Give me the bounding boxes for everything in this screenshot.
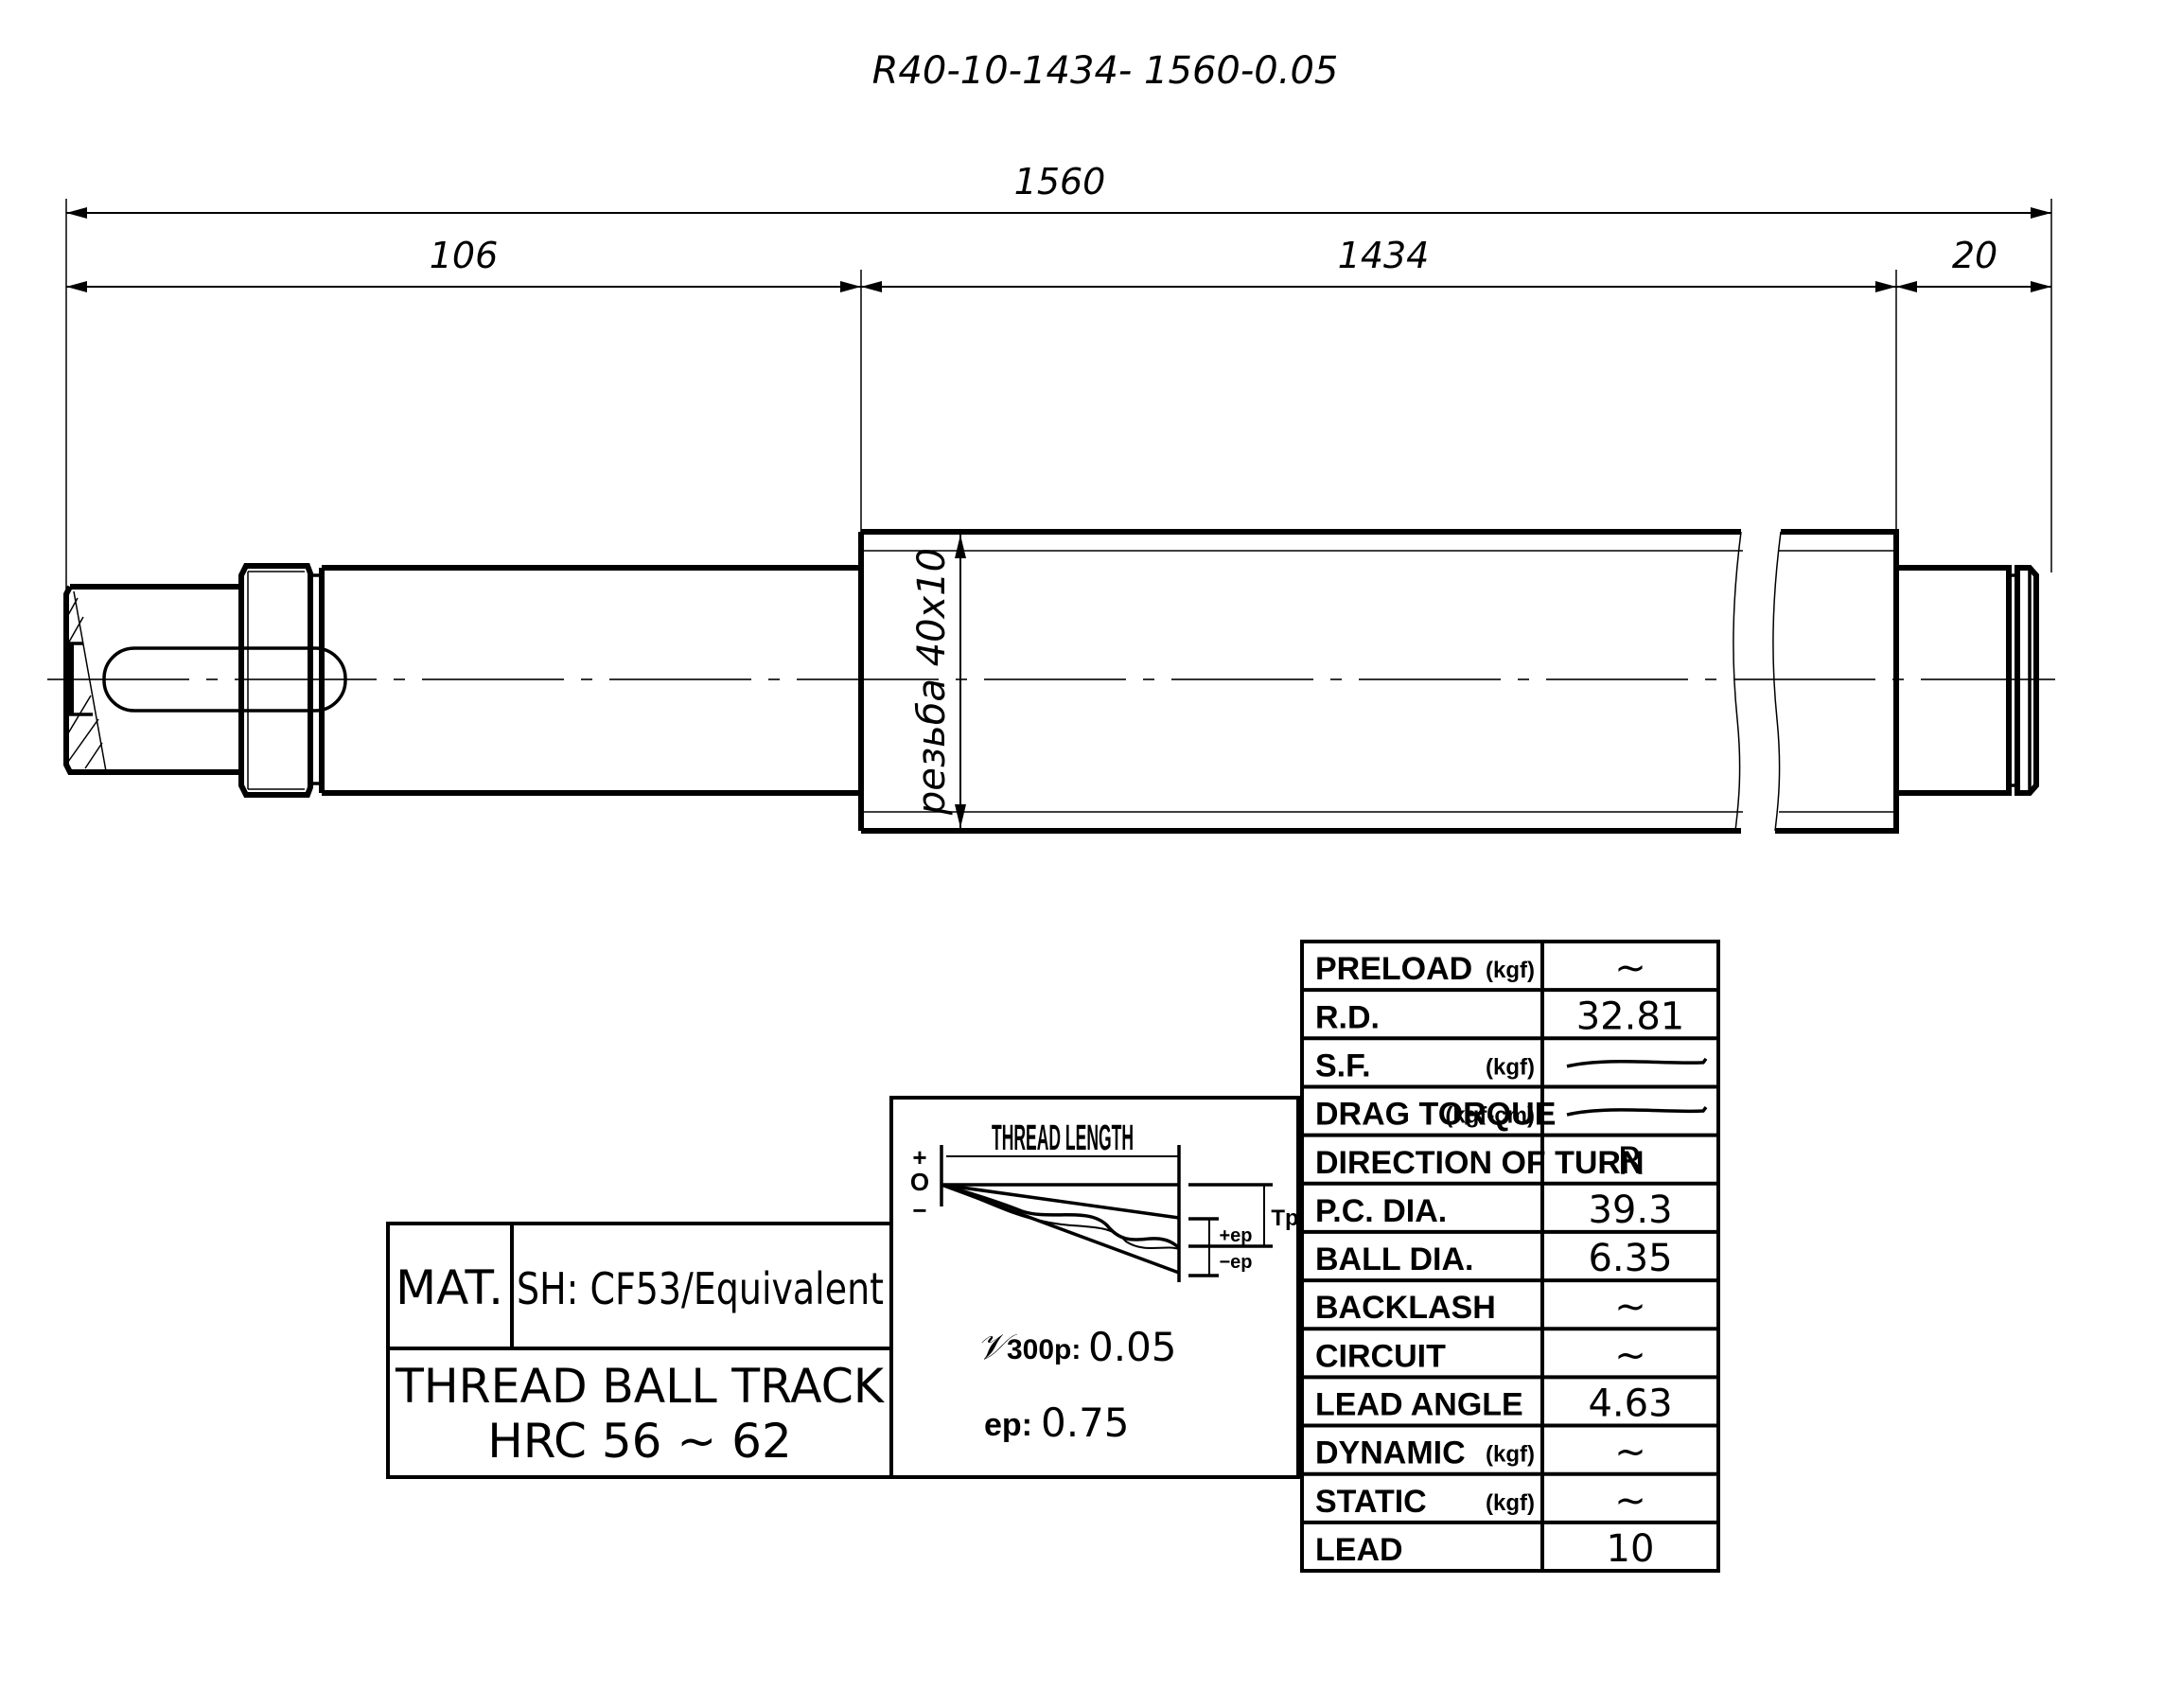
table-row: LEAD 10 bbox=[1315, 1527, 1654, 1571]
break-line-right bbox=[1772, 531, 1782, 832]
arrowhead-icon bbox=[840, 281, 861, 292]
ep-label: ep: bbox=[984, 1407, 1032, 1443]
bearing-journal bbox=[319, 565, 861, 796]
spec-label: LEAD ANGLE bbox=[1315, 1387, 1523, 1423]
dimension-right-label: 20 bbox=[1952, 235, 1997, 276]
dimension-lines: 1560 106 1434 20 bbox=[65, 161, 2052, 606]
tp-label: Tp bbox=[1271, 1206, 1298, 1231]
thread-length-title: THREAD LENGTH bbox=[992, 1118, 1134, 1158]
table-row: LEAD ANGLE 4.63 bbox=[1315, 1382, 1673, 1426]
spec-label: P.C. DIA. bbox=[1315, 1193, 1447, 1229]
spec-value: R bbox=[1617, 1140, 1644, 1184]
table-row: BACKLASH ~ bbox=[1315, 1285, 1646, 1329]
lead-tolerance-block: THREAD LENGTH + O − Tp +ep −ep 𝒱 300p: 0… bbox=[889, 1096, 1300, 1479]
spec-value: 6.35 bbox=[1588, 1237, 1672, 1280]
spec-value: 10 bbox=[1607, 1527, 1655, 1571]
spec-label: DYNAMIC bbox=[1315, 1435, 1466, 1471]
spec-table: PRELOAD (kgf) ~ R.D. 32.81S.F. (kgf) DRAG TORQ… bbox=[1300, 940, 1720, 1573]
zero-sign: O bbox=[910, 1168, 929, 1196]
spec-label: LEAD bbox=[1315, 1532, 1403, 1568]
thread-section-right bbox=[1775, 529, 1899, 834]
section-break-line bbox=[73, 590, 107, 772]
actual-lead-curve bbox=[941, 1183, 1180, 1249]
center-hole bbox=[66, 643, 74, 715]
spec-label: PRELOAD bbox=[1315, 951, 1472, 987]
spec-unit: (kgf) bbox=[1486, 1490, 1535, 1516]
spec-label: R.D. bbox=[1315, 999, 1380, 1035]
minus-ep-label: −ep bbox=[1219, 1252, 1252, 1273]
spec-value: 39.3 bbox=[1588, 1189, 1672, 1232]
spec-value: ~ bbox=[1614, 1431, 1646, 1474]
spec-label: DRAG TORQUE bbox=[1315, 1097, 1556, 1133]
ep-value: 0.75 bbox=[1041, 1400, 1130, 1446]
table-row: P.C. DIA. 39.3 bbox=[1315, 1189, 1673, 1232]
ball-screw-shaft: резьба 40x10 bbox=[47, 529, 2055, 834]
arrowhead-icon bbox=[2031, 207, 2051, 219]
table-row: DYNAMIC (kgf) ~ bbox=[1315, 1431, 1646, 1474]
dimension-left-label: 106 bbox=[430, 235, 499, 276]
table-row: BALL DIA. 6.35 bbox=[1315, 1237, 1673, 1280]
spec-value: ~ bbox=[1614, 1333, 1646, 1377]
spec-unit: (kgf-cm) bbox=[1445, 1103, 1535, 1129]
locknut-thread-section bbox=[238, 563, 313, 798]
spec-unit: (kgf) bbox=[1486, 1054, 1535, 1080]
arrowhead-icon bbox=[1875, 281, 1896, 292]
not-applicable-dash bbox=[1566, 1057, 1708, 1068]
table-row: R.D. 32.81 bbox=[1315, 995, 1684, 1038]
plus-sign: + bbox=[912, 1143, 926, 1171]
spec-label: BALL DIA. bbox=[1315, 1241, 1473, 1277]
spec-label: S.F. bbox=[1315, 1048, 1371, 1083]
table-row: CIRCUIT ~ bbox=[1315, 1333, 1646, 1377]
table-row: DRAG TORQUE(kgf-cm) bbox=[1315, 1097, 1708, 1133]
table-row: PRELOAD (kgf) ~ bbox=[1315, 946, 1646, 990]
hardness-line-2: HRC 56 ~ 62 bbox=[487, 1414, 792, 1469]
spec-value: ~ bbox=[1614, 1479, 1646, 1523]
arrowhead-icon bbox=[1896, 281, 1917, 292]
arrowhead-icon bbox=[66, 281, 87, 292]
dimension-thread-label: 1434 bbox=[1338, 235, 1430, 276]
material-value: SH: CF53/Equivalent bbox=[517, 1263, 884, 1314]
not-applicable-dash bbox=[1566, 1105, 1708, 1117]
spec-unit: (kgf) bbox=[1486, 958, 1535, 983]
plus-ep-label: +ep bbox=[1219, 1225, 1252, 1246]
arrowhead-icon bbox=[2031, 281, 2051, 292]
drawing-title: R40-10-1434- 1560-0.05 bbox=[872, 49, 1339, 93]
spec-unit: (kgf) bbox=[1486, 1442, 1535, 1468]
spec-value: 32.81 bbox=[1576, 995, 1685, 1038]
break-line-left bbox=[1733, 531, 1742, 832]
material-block: MAT. SH: CF53/Equivalent THREAD BALL TRA… bbox=[386, 1222, 893, 1479]
arrowhead-icon bbox=[861, 281, 882, 292]
table-row: STATIC (kgf) ~ bbox=[1315, 1479, 1646, 1523]
keyway-slot bbox=[102, 646, 347, 713]
spec-label: CIRCUIT bbox=[1315, 1338, 1446, 1374]
spec-label: BACKLASH bbox=[1315, 1290, 1496, 1326]
dimension-overall-label: 1560 bbox=[1014, 161, 1106, 202]
arrowhead-icon bbox=[955, 535, 966, 558]
spec-value: ~ bbox=[1614, 946, 1646, 990]
v300p-label: 300p: bbox=[1007, 1334, 1081, 1365]
hardness-line-1: THREAD BALL TRACK bbox=[395, 1359, 885, 1414]
spec-label: STATIC bbox=[1315, 1484, 1427, 1520]
arrowhead-icon bbox=[955, 804, 966, 828]
thread-note: резьба 40x10 bbox=[910, 548, 954, 816]
spec-value: 4.63 bbox=[1588, 1382, 1672, 1426]
minus-sign: − bbox=[912, 1196, 926, 1224]
arrowhead-icon bbox=[66, 207, 87, 219]
spec-label: DIRECTION OF TURN bbox=[1315, 1145, 1645, 1181]
v300p-value: 0.05 bbox=[1088, 1324, 1177, 1370]
material-label: MAT. bbox=[396, 1260, 503, 1315]
left-journal bbox=[63, 584, 240, 775]
table-row: S.F. (kgf) bbox=[1315, 1048, 1708, 1083]
spec-value: ~ bbox=[1614, 1285, 1646, 1329]
thread-section-left bbox=[858, 529, 1741, 834]
right-journal bbox=[1896, 565, 2012, 796]
